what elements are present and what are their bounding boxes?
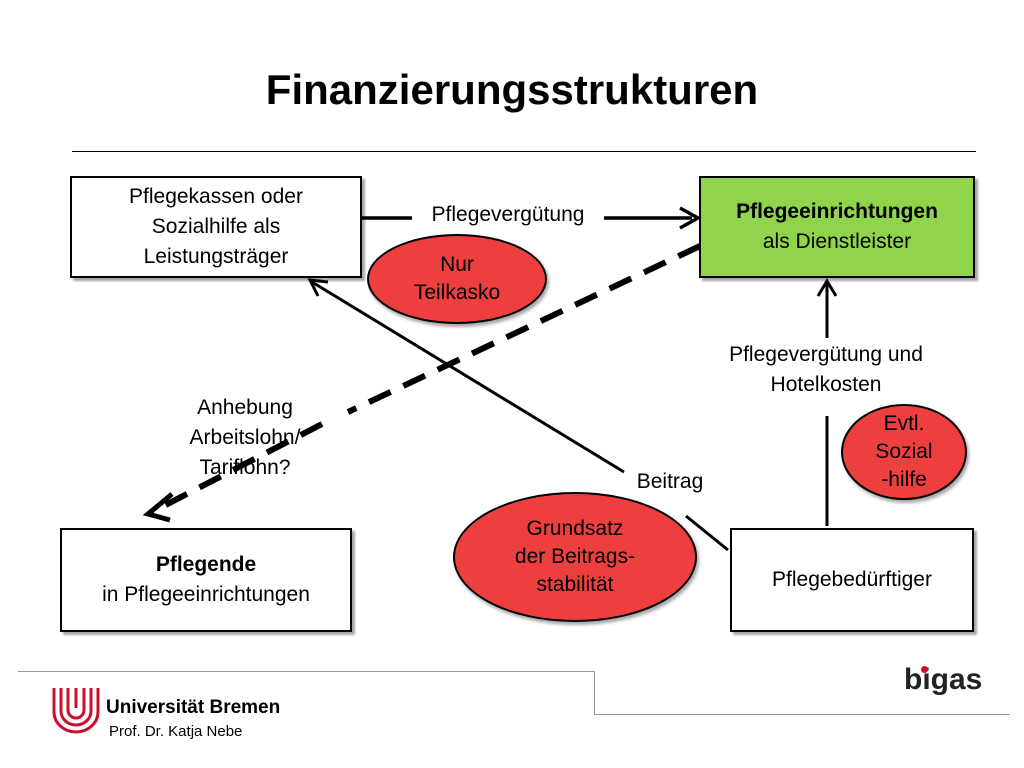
pflegeeinrichtungen-box: Pflegeeinrichtungen als Dienstleister xyxy=(699,176,975,278)
anhebung-line-3: Tariflohn? xyxy=(199,456,291,479)
professor-name: Prof. Dr. Katja Nebe xyxy=(109,723,243,740)
title-divider xyxy=(72,151,976,152)
grundsatz-ellipse: Grundsatz der Beitrags- stabilität xyxy=(453,492,697,622)
anhebung-dashed-arrow-upper xyxy=(346,243,702,415)
pflegende-title: Pflegende xyxy=(155,553,257,576)
teilkasko-line-1: Nur xyxy=(440,253,474,276)
pflegeverguetung-hotelkosten-label: Pflegevergütung und Hotelkosten xyxy=(686,340,966,400)
pflegende-box: Pflegende in Pflegeeinrichtungen xyxy=(60,528,352,632)
beitrag-arrow-line-lower xyxy=(685,514,729,552)
sozialhilfe-ellipse: Evtl. Sozial -hilfe xyxy=(841,404,967,500)
page-title: Finanzierungsstrukturen xyxy=(265,66,759,113)
pflegebeduerftiger-box: Pflegebedürftiger xyxy=(730,528,974,632)
bigas-logo-text: bigas xyxy=(904,663,983,696)
university-name: Universität Bremen xyxy=(106,697,281,718)
footer-rule-left xyxy=(18,671,594,672)
grundsatz-line-3: stabilität xyxy=(536,573,614,596)
pflegeverguetung-arrowhead xyxy=(679,206,702,230)
anhebung-line-1: Anhebung xyxy=(197,396,293,419)
grundsatz-line-2: der Beitrags- xyxy=(514,545,636,568)
pflegebeduerftiger-label: Pflegebedürftiger xyxy=(772,568,932,591)
bigas-logo-dot-icon xyxy=(921,666,928,673)
beitrag-arrow-line-upper xyxy=(311,280,625,474)
sozialhilfe-line-3: -hilfe xyxy=(881,468,927,491)
pflegeeinrichtungen-title: Pflegeeinrichtungen xyxy=(736,200,938,223)
bigas-logo: bigas xyxy=(904,663,982,697)
pflegeverguetung-label: Pflegevergütung xyxy=(431,203,585,226)
sozialhilfe-line-1: Evtl. xyxy=(883,412,925,435)
teilkasko-line-2: Teilkasko xyxy=(413,281,501,304)
beitrag-label: Beitrag xyxy=(636,470,704,493)
university-logo-icon xyxy=(52,688,100,734)
grundsatz-line-1: Grundsatz xyxy=(526,517,624,540)
pflegeverguetung-hotelkosten-line-1: Pflegevergütung und xyxy=(729,343,923,366)
pflegende-subtitle: in Pflegeeinrichtungen xyxy=(102,583,310,606)
anhebung-label: Anhebung Arbeitslohn/ Tariflohn? xyxy=(170,393,320,483)
pflegekassen-line-1: Pflegekassen oder xyxy=(129,185,303,208)
teilkasko-ellipse: Nur Teilkasko xyxy=(367,234,547,324)
footer-rule-riser xyxy=(594,671,595,715)
anhebung-dashed-arrow-lower xyxy=(150,421,324,515)
beitrag-arrowhead xyxy=(307,278,329,297)
pflegekassen-line-2: Sozialhilfe als xyxy=(151,215,281,238)
footer-rule-right xyxy=(594,714,1010,715)
pflegeeinrichtungen-subtitle: als Dienstleister xyxy=(762,230,912,253)
anhebung-line-2: Arbeitslohn/ xyxy=(189,426,301,449)
hotelkosten-arrowhead xyxy=(816,278,838,297)
sozialhilfe-line-2: Sozial xyxy=(875,440,933,463)
anhebung-dashed-arrowhead xyxy=(142,492,174,523)
pflegekassen-line-3: Leistungsträger xyxy=(143,245,289,268)
pflegekassen-box: Pflegekassen oder Sozialhilfe als Leistu… xyxy=(70,176,362,278)
pflegeverguetung-hotelkosten-line-2: Hotelkosten xyxy=(770,373,882,396)
